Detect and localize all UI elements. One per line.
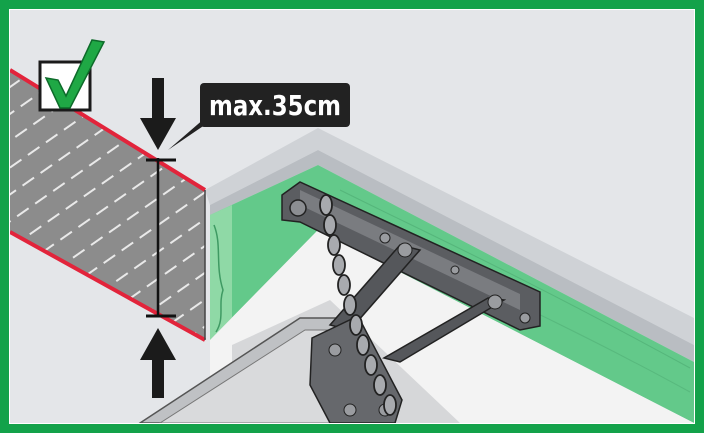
dimension-label: max.35cm: [209, 89, 341, 122]
dimension-label-callout: max.35cm: [168, 83, 350, 150]
arrow-down-icon: [140, 78, 176, 150]
thickness-dimension: [146, 158, 176, 318]
checkmark-icon: [38, 39, 106, 112]
arrow-up-icon: [140, 328, 176, 398]
safety-chain: [319, 194, 397, 416]
